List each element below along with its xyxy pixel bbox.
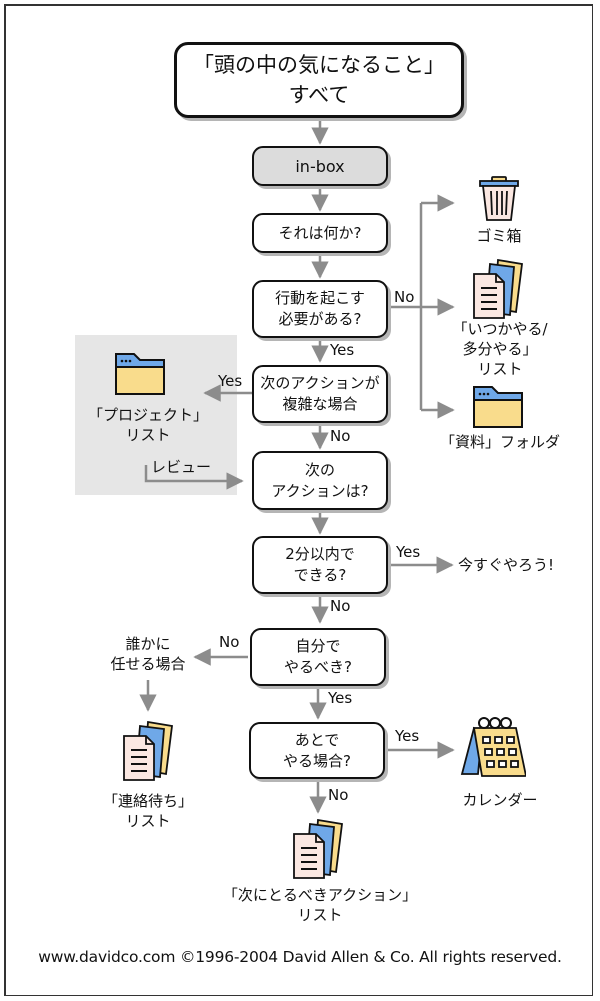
projects-folder-icon (115, 353, 165, 395)
edge-label-multistep-yes: Yes (218, 372, 243, 390)
node-defer-text: あとで やる場合? (283, 730, 351, 770)
outcome-projects-label: 「プロジェクト」 リスト (87, 406, 208, 444)
next-actions-document-stack-icon (293, 818, 344, 879)
node-inbox-text: in-box (295, 156, 345, 176)
node-next-action-text: 次の アクションは? (271, 460, 369, 500)
edge-label-defer-no: No (328, 786, 349, 804)
node-all-stuff: 「頭の中の気になること」 すべて (174, 42, 464, 118)
outcome-waiting-for-label: 「連絡待ち」 リスト (102, 792, 193, 830)
node-actionable-text: 行動を起こす 必要がある? (275, 289, 365, 328)
node-next-action: 次の アクションは? (252, 451, 388, 510)
copyright-footer: www.davidco.com ©1996-2004 David Allen &… (38, 948, 562, 966)
outcome-do-now-label: 今すぐやろう! (458, 556, 555, 574)
edge-label-2min-no: No (330, 597, 351, 615)
node-multi-step: 次のアクションが 複雑な場合 (252, 365, 388, 423)
outcome-trash-label: ゴミ箱 (476, 227, 522, 245)
node-what-is-it: それは何か? (252, 213, 388, 253)
node-inbox: in-box (252, 146, 388, 186)
node-two-minutes: 2分以内で できる? (252, 536, 388, 594)
trash-can-icon (479, 176, 519, 221)
edge-label-myself-yes: Yes (328, 689, 353, 707)
edge-label-myself-no: No (219, 633, 240, 651)
document-stack-icon (473, 258, 524, 319)
edge-label-review: レビュー (151, 458, 212, 476)
node-defer: あとで やる場合? (249, 722, 385, 779)
edge-label-actionable-yes: Yes (330, 341, 355, 359)
node-what-is-it-text: それは何か? (278, 223, 362, 242)
node-two-minutes-text: 2分以内で できる? (285, 545, 355, 584)
node-do-it-myself-text: 自分で やるべき? (284, 637, 352, 676)
diagram-frame (4, 4, 593, 996)
calendar-icon (460, 717, 526, 777)
edge-label-multistep-no: No (330, 427, 351, 445)
edge-label-actionable-no: No (394, 288, 415, 306)
outcome-calendar-label: カレンダー (462, 791, 538, 809)
outcome-someday-maybe-label: 「いつかやる/ 多分やる」 リスト (452, 320, 548, 378)
arrow-review (144, 465, 244, 490)
node-all-stuff-text: 「頭の中の気になること」 すべて (193, 53, 445, 107)
outcome-next-actions-list-label: 「次にとるべきアクション」 リスト (222, 886, 418, 924)
node-multi-step-text: 次のアクションが 複雑な場合 (260, 374, 380, 413)
edge-label-2min-yes: Yes (396, 543, 421, 561)
node-actionable: 行動を起こす 必要がある? (252, 280, 388, 338)
node-do-it-myself: 自分で やるべき? (250, 628, 386, 686)
edge-label-defer-yes: Yes (395, 727, 420, 745)
waiting-for-document-stack-icon (123, 720, 174, 781)
outcome-delegate-label: 誰かに 任せる場合 (110, 635, 186, 673)
outcome-reference-label: 「資料」フォルダ (439, 433, 560, 451)
folder-icon (473, 386, 523, 428)
